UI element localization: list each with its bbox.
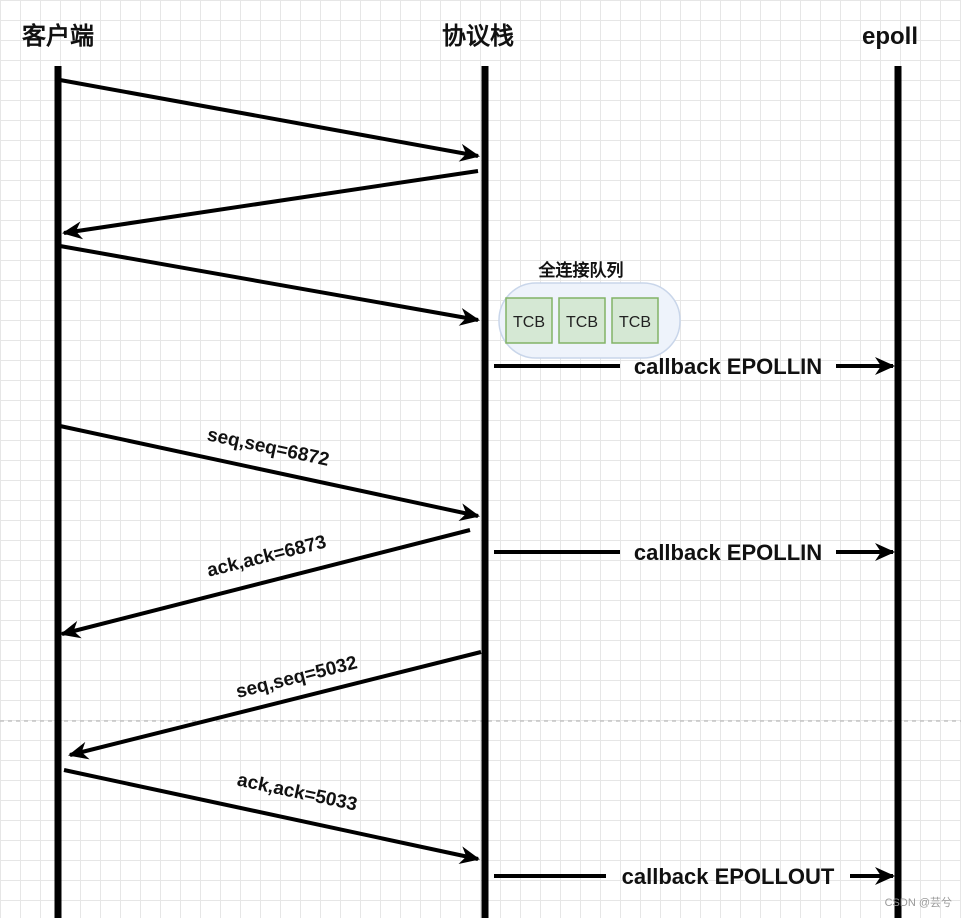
stack-header: 协议栈	[442, 23, 514, 50]
tcb-label: TCB	[619, 314, 651, 331]
client-header: 客户端	[22, 22, 94, 50]
ack-label: ack,ack=6873	[205, 532, 329, 582]
watermark: CSDN @芸兮	[885, 895, 952, 909]
seq-label: seq,seq=6872	[205, 424, 331, 470]
callback-epollin-label: callback EPOLLIN	[634, 540, 822, 565]
callback-epollout-label: callback EPOLLOUT	[622, 864, 835, 889]
seq-arrow	[68, 650, 482, 760]
epoll-header: epoll	[862, 23, 918, 50]
tcb-box	[611, 297, 659, 344]
syn-ack-arrow	[62, 169, 479, 240]
tcb-box	[505, 297, 553, 344]
tcb-label: TCB	[513, 314, 545, 331]
seq-arrow	[59, 424, 480, 522]
ack-label: ack,ack=5033	[235, 770, 359, 816]
tcb-box	[558, 297, 606, 344]
seq-label: seq,seq=5032	[234, 652, 360, 702]
callback-epollin-label: callback EPOLLIN	[634, 354, 822, 379]
tcb-label: TCB	[566, 314, 598, 331]
ack-arrow	[59, 244, 480, 326]
queue-label: 全连接队列	[538, 260, 624, 280]
ack-arrow	[63, 768, 480, 865]
syn-arrow	[59, 78, 480, 162]
ack-arrow	[60, 528, 471, 639]
